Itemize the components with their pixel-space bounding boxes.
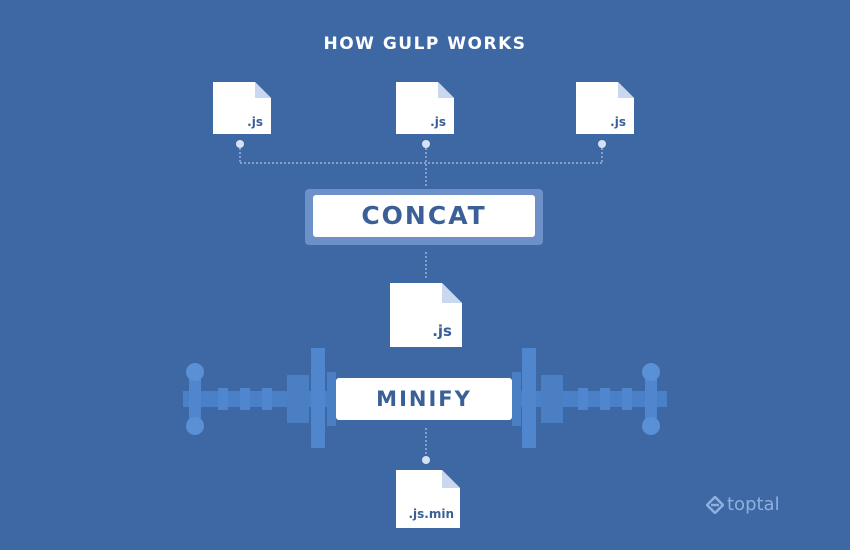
file-icon	[390, 283, 462, 347]
file-extension: .js.min	[408, 507, 454, 521]
file-extension: .js	[432, 322, 452, 340]
input-file-1: .js	[213, 82, 271, 134]
toptal-logo-icon	[706, 496, 724, 514]
file-icon	[576, 82, 634, 134]
file-icon	[396, 82, 454, 134]
input-file-3: .js	[576, 82, 634, 134]
file-icon	[213, 82, 271, 134]
page-title: HOW GULP WORKS	[323, 34, 527, 54]
file-extension: .js	[610, 115, 626, 129]
press-apparatus	[183, 348, 667, 448]
file-icon	[396, 470, 460, 528]
input-file-2: .js	[396, 82, 454, 134]
file-extension: .js	[247, 115, 263, 129]
minified-file: .js.min	[396, 470, 460, 528]
file-extension: .js	[430, 115, 446, 129]
concatenated-file: .js	[390, 283, 462, 347]
minify-step: MINIFY	[336, 378, 512, 420]
concat-step: CONCAT	[313, 195, 535, 237]
brand-name: toptal	[727, 494, 780, 515]
